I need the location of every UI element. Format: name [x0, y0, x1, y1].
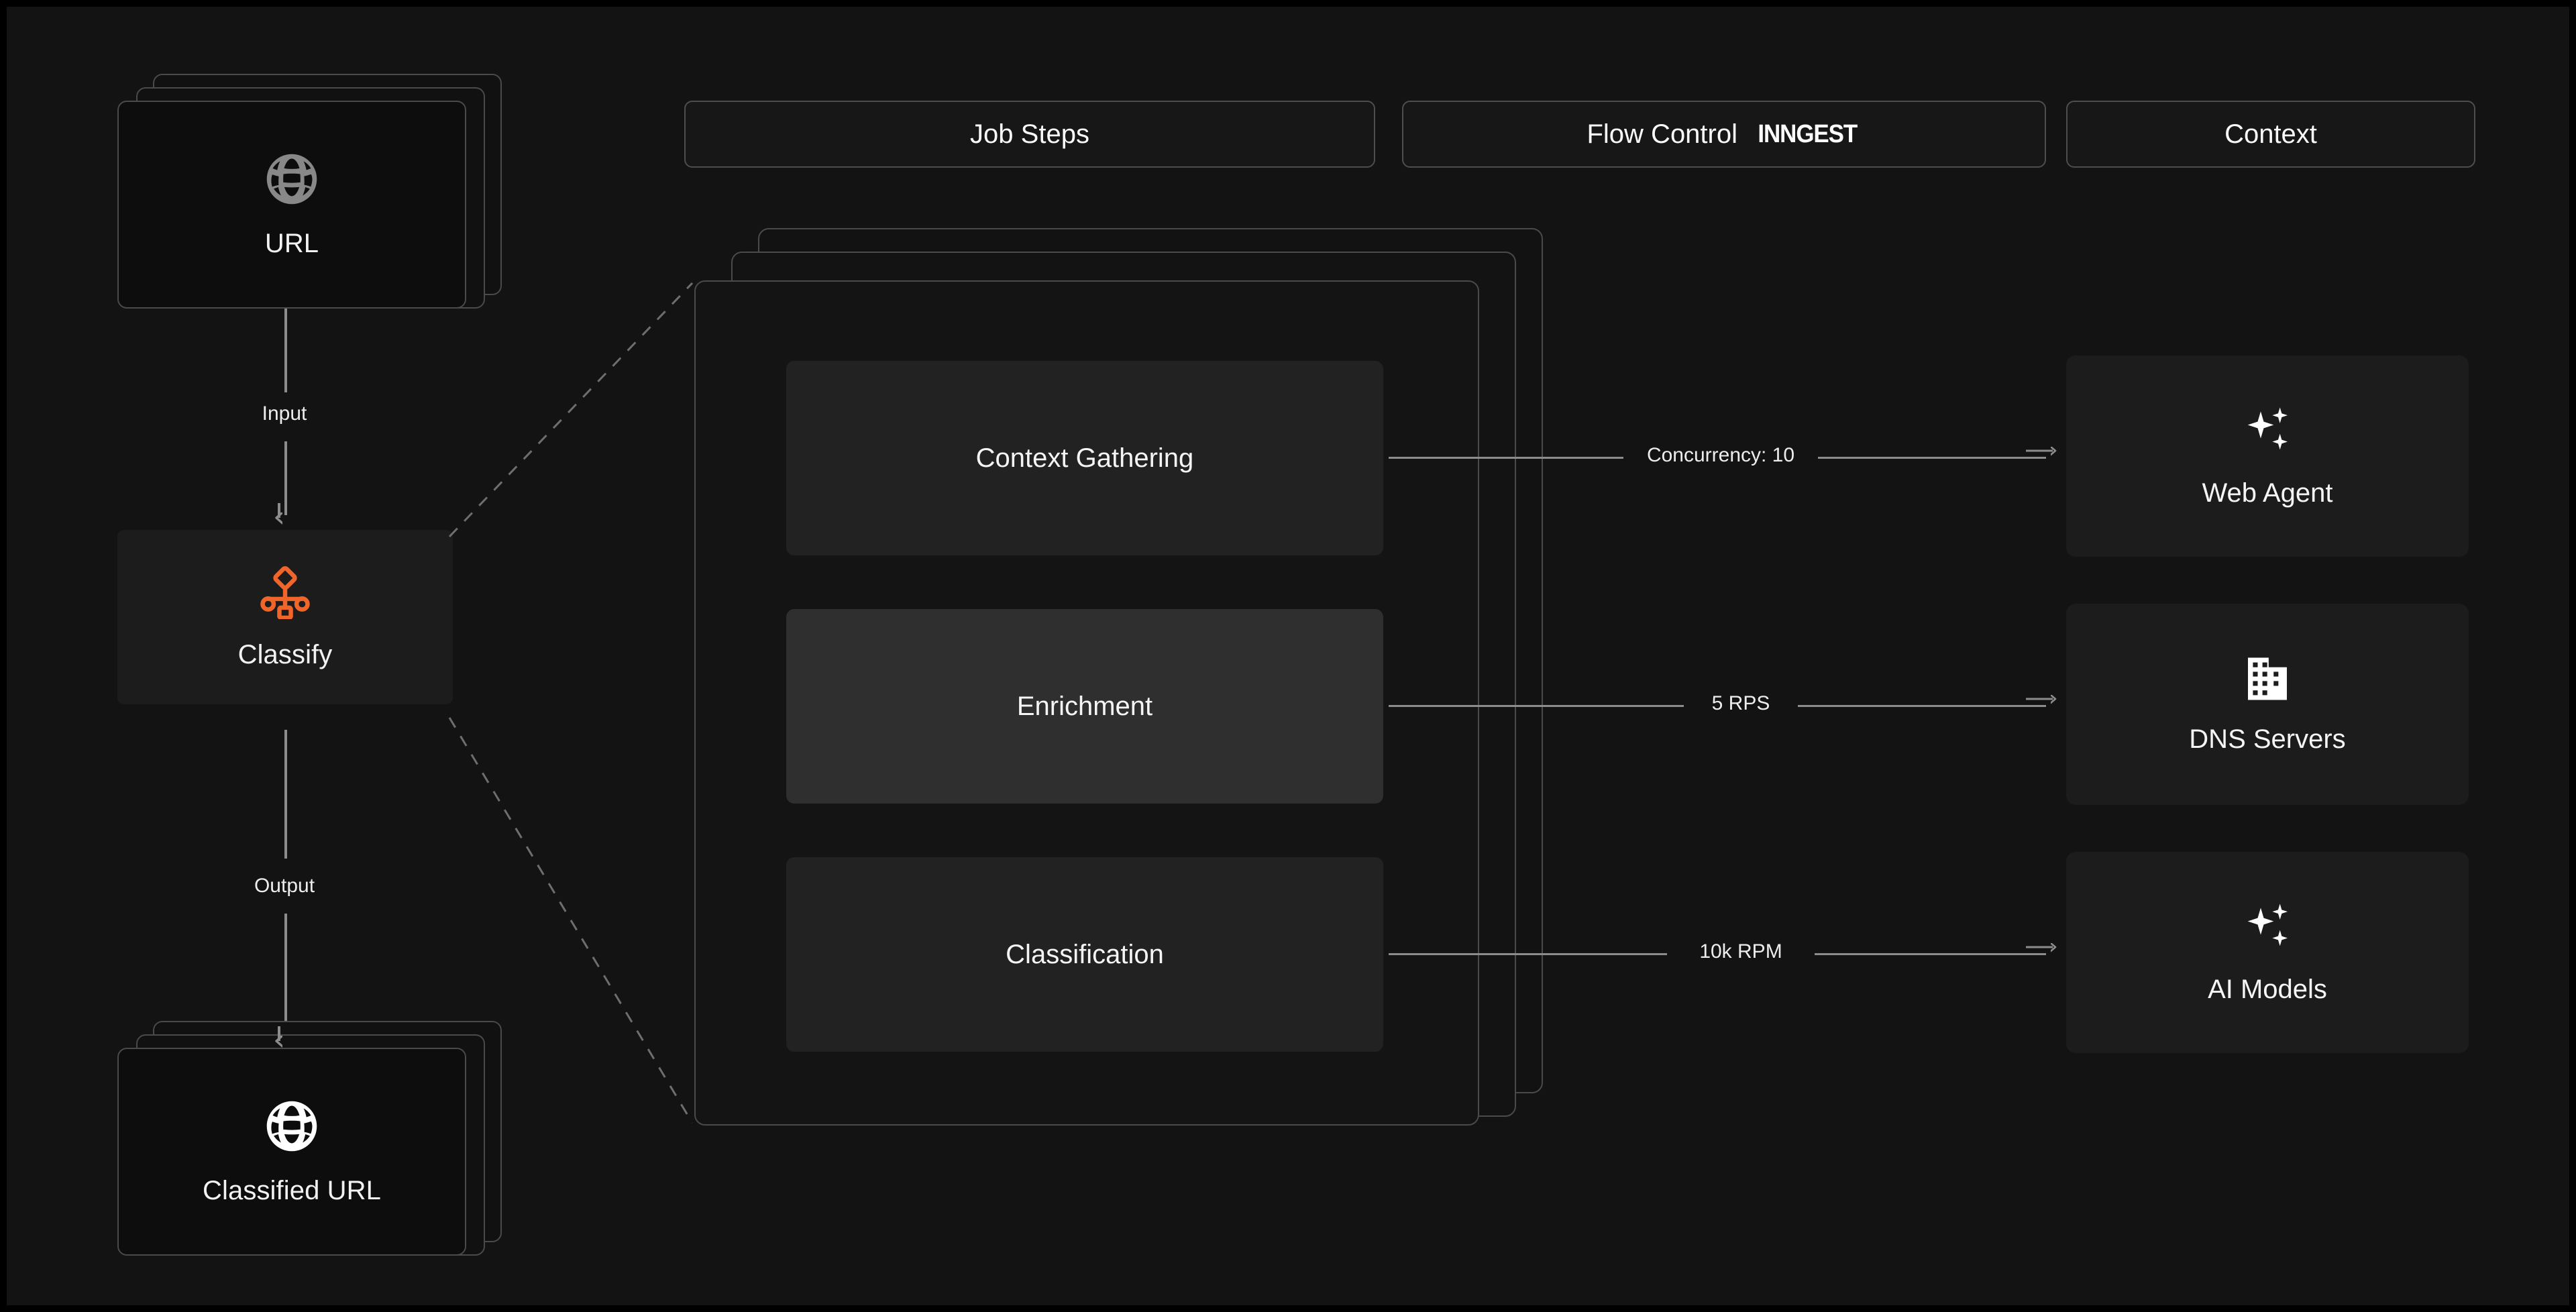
context-card-label: Web Agent — [2202, 478, 2333, 508]
context-card-label: DNS Servers — [2189, 724, 2346, 754]
step-card-context-gathering[interactable]: Context Gathering — [786, 361, 1383, 555]
classified-url-node-label: Classified URL — [203, 1176, 381, 1205]
flow-control-label-rps: 5 RPS — [1711, 692, 1770, 714]
input-edge-upper-line — [284, 309, 287, 392]
zoom-connector-top — [448, 282, 694, 538]
step-label: Enrichment — [1016, 691, 1153, 721]
classified-url-node[interactable]: Classified URL — [117, 1048, 466, 1256]
job-steps-panel-front[interactable]: Context Gathering Enrichment Classificat… — [694, 280, 1479, 1126]
step-label: Classification — [1006, 939, 1164, 969]
flow-edge-line-right-1 — [1818, 457, 2046, 459]
input-edge-label: Input — [262, 402, 307, 425]
classify-hierarchy-icon — [258, 564, 313, 622]
flow-control-label-rpm: 10k RPM — [1699, 940, 1782, 963]
tab-job-steps-label: Job Steps — [970, 119, 1089, 149]
tab-context[interactable]: Context — [2066, 101, 2475, 168]
context-card-ai-models[interactable]: AI Models — [2066, 852, 2469, 1053]
globe-icon — [263, 1097, 321, 1158]
flow-edge-line-left-3 — [1389, 953, 1667, 955]
globe-icon — [263, 150, 321, 211]
output-edge-lower-line — [284, 914, 287, 1040]
context-card-web-agent[interactable]: Web Agent — [2066, 356, 2469, 557]
flow-control-label-concurrency: Concurrency: 10 — [1646, 444, 1795, 466]
tab-job-steps[interactable]: Job Steps — [684, 101, 1375, 168]
tab-flow-control[interactable]: Flow Control INNGEST — [1402, 101, 2046, 168]
step-label: Context Gathering — [975, 443, 1194, 473]
flow-edge-line-left-2 — [1389, 705, 1684, 707]
sparkles-icon — [2241, 900, 2294, 957]
classify-node-label: Classify — [237, 640, 333, 669]
flow-edge-line-left-1 — [1389, 457, 1623, 459]
diagram-canvas: Job Steps Flow Control INNGEST Context U… — [7, 7, 2569, 1305]
context-card-label: AI Models — [2208, 975, 2327, 1004]
input-edge-lower-line — [284, 441, 287, 515]
url-node[interactable]: URL — [117, 101, 466, 309]
inngest-wordmark: INNGEST — [1758, 119, 1858, 148]
context-card-dns-servers[interactable]: DNS Servers — [2066, 604, 2469, 805]
step-card-classification[interactable]: Classification — [786, 857, 1383, 1052]
url-node-label: URL — [264, 229, 319, 258]
step-card-enrichment[interactable]: Enrichment — [786, 609, 1383, 804]
output-edge-label: Output — [254, 875, 315, 897]
flow-edge-line-right-3 — [1815, 953, 2046, 955]
classify-node[interactable]: Classify — [117, 530, 453, 704]
output-edge-upper-line — [284, 730, 287, 859]
tab-flow-control-label: Flow Control — [1587, 119, 1737, 149]
building-icon — [2243, 654, 2292, 707]
tab-context-label: Context — [2224, 119, 2317, 149]
flow-edge-line-right-2 — [1798, 705, 2046, 707]
sparkles-icon — [2241, 404, 2294, 461]
